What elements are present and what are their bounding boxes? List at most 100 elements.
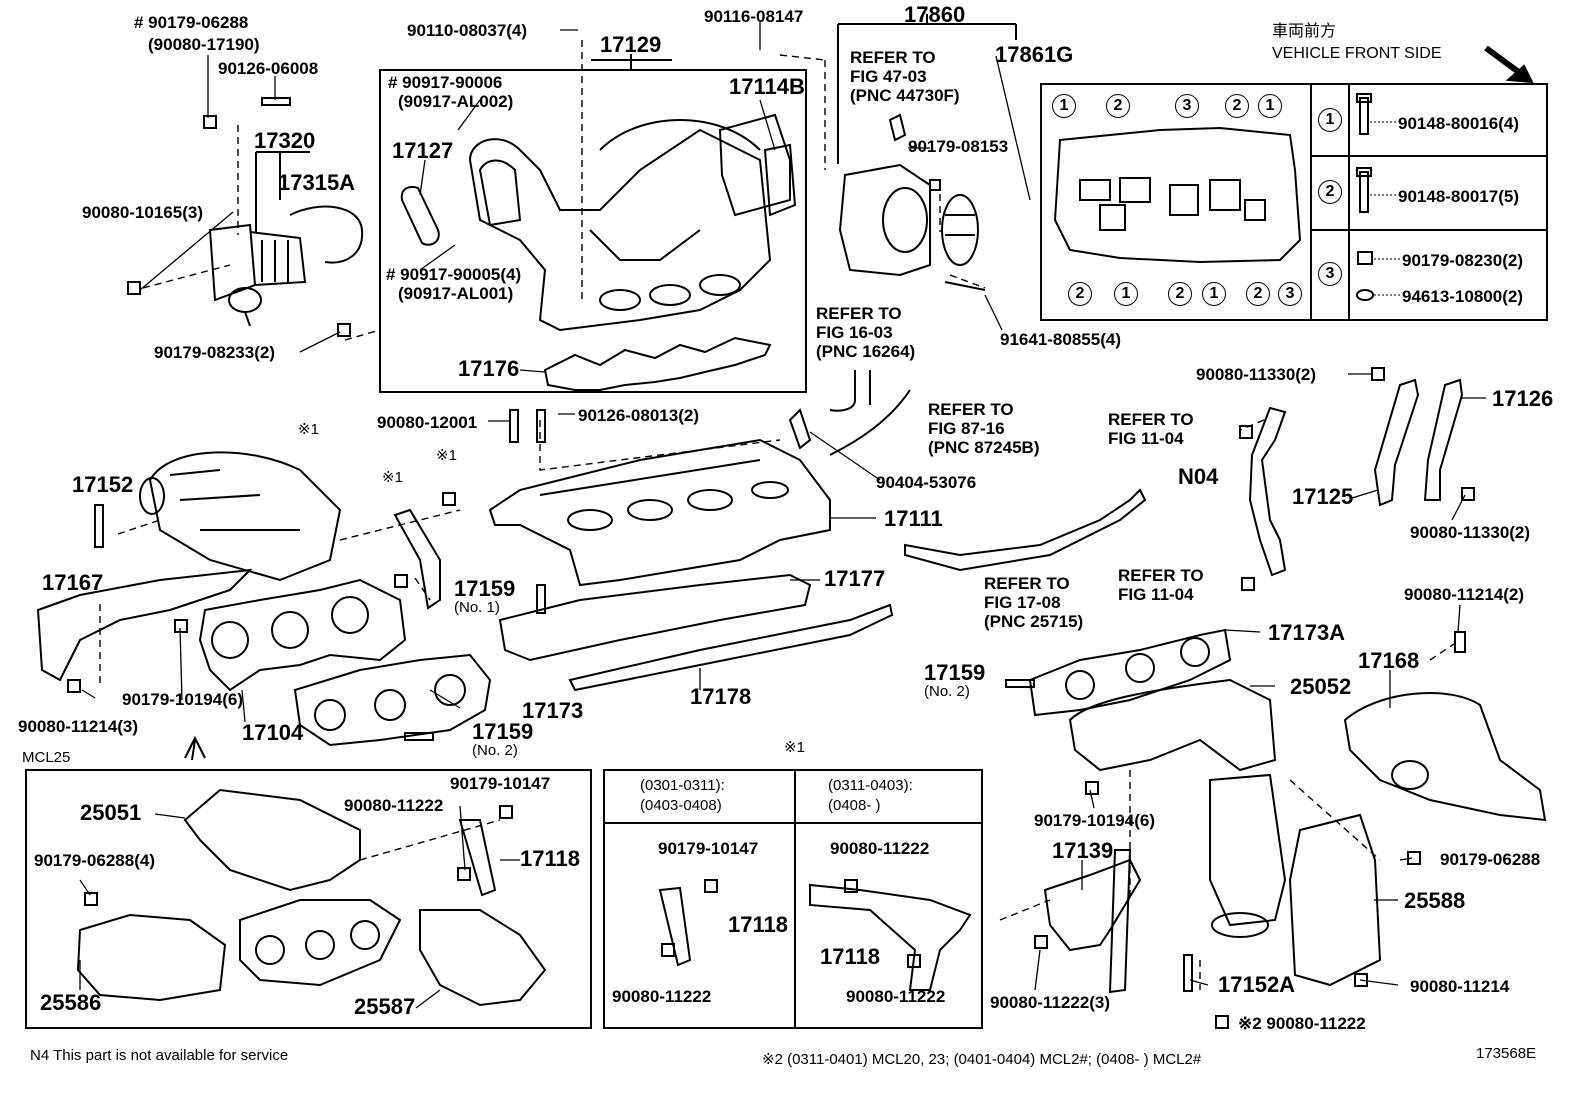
label-25588[interactable]: 25588 (1404, 888, 1466, 913)
legend-marker-2: 2 (1225, 94, 1249, 118)
label-90179-10194-right[interactable]: 90179-10194(6) (1034, 811, 1155, 830)
label-90404-53076[interactable]: 90404-53076 (876, 473, 977, 492)
label-90080-11222-x2[interactable]: ※2 90080-11222 (1238, 1014, 1366, 1033)
label-17129[interactable]: 17129 (600, 32, 662, 57)
label-17168[interactable]: 17168 (1358, 648, 1420, 673)
x1-left-head2: (0403-0408) (640, 797, 722, 814)
label-17861g[interactable]: 17861G (995, 42, 1074, 67)
label-n04[interactable]: N04 (1178, 464, 1219, 489)
legend-marker-3: 3 (1278, 282, 1302, 306)
x1-right-17118[interactable]: 17118 (820, 944, 880, 969)
legend-marker-2: 2 (1168, 282, 1192, 306)
label-90080-10165[interactable]: 90080-10165(3) (82, 203, 203, 222)
label-90917-90006[interactable]: # 90917-90006 (388, 73, 503, 92)
label-17173[interactable]: 17173 (522, 698, 584, 723)
label-17126[interactable]: 17126 (1492, 386, 1554, 411)
label-17114b[interactable]: 17114B (729, 74, 805, 99)
label-90179-06288-4[interactable]: 90179-06288(4) (34, 851, 155, 870)
label-17152[interactable]: 17152 (72, 472, 134, 497)
label-17860[interactable]: 17860 (904, 2, 966, 27)
legend-90179-08230[interactable]: 90179-08230(2) (1402, 251, 1523, 270)
label-90080-11214-2[interactable]: 90080-11214(2) (1404, 585, 1525, 604)
legend-marker-1: 1 (1202, 282, 1226, 306)
label-17152a[interactable]: 17152A (1218, 972, 1296, 997)
ref-fig-11-04-a[interactable]: REFER TO FIG 11-04 (1108, 410, 1194, 448)
label-90080-11330-bot[interactable]: 90080-11330(2) (1410, 523, 1531, 542)
label-17159-no2-right-sub: (No. 2) (924, 683, 970, 700)
label-17125[interactable]: 17125 (1292, 484, 1354, 509)
label-90080-17190[interactable]: (90080-17190) (148, 35, 260, 54)
label-90080-11214-right[interactable]: 90080-11214 (1410, 977, 1510, 996)
legend-row-3-marker: 3 (1318, 262, 1342, 286)
label-17167[interactable]: 17167 (42, 570, 104, 595)
ref-fig-87-16[interactable]: REFER TO FIG 87-16 (PNC 87245B) (928, 400, 1040, 457)
footer-code: 173568E (1476, 1045, 1537, 1062)
x1-right-90080-11222-bot[interactable]: 90080-11222 (846, 987, 946, 1006)
label-90080-12001[interactable]: 90080-12001 (377, 413, 478, 432)
label-17159-no2-left[interactable]: 17159 (472, 719, 534, 744)
label-90116-08147[interactable]: 90116-08147 (704, 7, 804, 26)
label-90126-08013[interactable]: 90126-08013(2) (578, 406, 699, 425)
legend-marker-3: 3 (1175, 94, 1199, 118)
label-25586[interactable]: 25586 (40, 990, 102, 1015)
label-90179-08233[interactable]: 90179-08233(2) (154, 343, 275, 362)
label-90179-06288-right[interactable]: 90179-06288 (1440, 850, 1541, 869)
legend-row-1-marker: 1 (1318, 108, 1342, 132)
label-17127[interactable]: 17127 (392, 138, 454, 163)
ref-fig-11-04-b[interactable]: REFER TO FIG 11-04 (1118, 566, 1204, 604)
label-mcl25-17118[interactable]: 17118 (520, 846, 580, 871)
label-17159-no1[interactable]: 17159 (454, 576, 516, 601)
label-91641-80855[interactable]: 91641-80855(4) (1000, 330, 1121, 349)
label-25051[interactable]: 25051 (80, 800, 142, 825)
label-25052[interactable]: 25052 (1290, 674, 1352, 699)
label-90110-08037[interactable]: 90110-08037(4) (407, 21, 528, 40)
label-90179-08153[interactable]: 90179-08153 (908, 137, 1009, 156)
x1-left-head1: (0301-0311): (640, 777, 725, 794)
legend-marker-2: 2 (1106, 94, 1130, 118)
x1-right-90080-11222-top[interactable]: 90080-11222 (830, 839, 930, 858)
label-90080-11330-top[interactable]: 90080-11330(2) (1196, 365, 1317, 384)
label-90179-10147[interactable]: 90179-10147 (450, 774, 551, 793)
label-17176[interactable]: 17176 (458, 356, 520, 381)
ref-fig-16-03[interactable]: REFER TO FIG 16-03 (PNC 16264) (816, 304, 916, 361)
vehicle-front-en: VEHICLE FRONT SIDE (1272, 45, 1442, 62)
legend-90148-80016[interactable]: 90148-80016(4) (1398, 114, 1519, 133)
label-mcl25-90080-11222[interactable]: 90080-11222 (344, 796, 444, 815)
legend-marker-1: 1 (1114, 282, 1138, 306)
x1-left-90080-11222[interactable]: 90080-11222 (612, 987, 712, 1006)
marker-x1-c: ※1 (382, 469, 403, 486)
legend-90148-80017[interactable]: 90148-80017(5) (1398, 187, 1519, 206)
label-90917-90005[interactable]: # 90917-90005(4) (386, 265, 522, 284)
marker-x1-a: ※1 (298, 421, 319, 438)
legend-marker-1: 1 (1052, 94, 1076, 118)
marker-x1-box: ※1 (784, 739, 805, 756)
legend-row-2-marker: 2 (1318, 180, 1342, 204)
label-17315a[interactable]: 17315A (278, 170, 356, 195)
legend-94613-10800[interactable]: 94613-10800(2) (1402, 287, 1523, 306)
label-17139[interactable]: 17139 (1052, 838, 1114, 863)
label-90080-11222-3[interactable]: 90080-11222(3) (990, 993, 1111, 1012)
ref-fig-47-03[interactable]: REFER TO FIG 47-03 (PNC 44730F) (850, 48, 960, 105)
label-17159-no1-sub: (No. 1) (454, 599, 500, 616)
label-90126-06008[interactable]: 90126-06008 (218, 59, 319, 78)
label-17111[interactable]: 17111 (884, 506, 943, 531)
ref-fig-17-08[interactable]: REFER TO FIG 17-08 (PNC 25715) (984, 574, 1084, 631)
legend-marker-2: 2 (1068, 282, 1092, 306)
label-17104[interactable]: 17104 (242, 720, 304, 745)
label-90917-al002[interactable]: (90917-AL002) (398, 92, 514, 111)
legend-marker-1: 1 (1258, 94, 1282, 118)
label-90080-11214-3[interactable]: 90080-11214(3) (18, 717, 139, 736)
label-90179-10194-left[interactable]: 90179-10194(6) (122, 690, 243, 709)
label-17178[interactable]: 17178 (690, 684, 752, 709)
label-17320[interactable]: 17320 (254, 128, 316, 153)
x1-left-17118[interactable]: 17118 (728, 912, 788, 937)
x1-90179-10147[interactable]: 90179-10147 (658, 839, 759, 858)
label-90179-06288-top[interactable]: # 90179-06288 (134, 13, 249, 32)
label-90917-al001[interactable]: (90917-AL001) (398, 284, 514, 303)
label-25587[interactable]: 25587 (354, 994, 416, 1019)
label-17159-no2-right[interactable]: 17159 (924, 660, 986, 685)
marker-x1-b: ※1 (436, 447, 457, 464)
label-17173a[interactable]: 17173A (1268, 620, 1346, 645)
label-17177[interactable]: 17177 (824, 566, 886, 591)
